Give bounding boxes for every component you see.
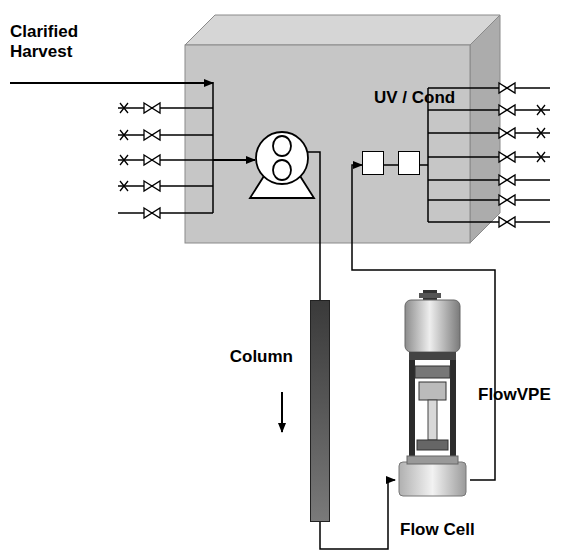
valve-symbol [499,217,515,227]
closed-port [120,181,128,191]
flow-line [352,165,495,480]
valve-symbol [499,152,515,162]
pump-outlet [307,152,320,300]
detector-block: UV / Cond [362,86,462,178]
text-label: FlowVPE [478,385,551,405]
closed-port [537,105,545,115]
outlet-line [428,199,550,201]
outlet-line [428,221,550,223]
closed-port [537,128,545,138]
valve-symbol [499,195,515,205]
outlet-link [420,164,428,166]
valve-symbol [499,128,515,138]
outlet-line [428,109,550,111]
closed-port [120,130,128,140]
valve-symbol [144,103,160,113]
feed-label: Clarified Harvest [10,22,110,62]
inlet-line [118,159,213,161]
housing-top [185,15,500,45]
valve-symbol [499,83,515,93]
feed-line [10,82,213,84]
closed-port [120,155,128,165]
inlet-line [118,134,213,136]
valve-symbol [499,175,515,185]
text-label: Column [230,347,293,367]
valve-symbol [144,181,160,191]
closed-port [120,103,128,113]
flow-line [320,480,395,549]
text-label: Flow Cell [400,520,475,540]
valve-symbol [144,208,160,218]
outlet-line [428,179,550,181]
valve-symbol [144,130,160,140]
column-bar: Column [310,300,330,522]
uv-detector [362,151,384,175]
instrument-illustration [395,290,470,500]
housing-side [470,15,500,243]
housing-front [185,45,470,243]
valve-symbol [499,105,515,115]
inlet-line [118,212,213,214]
outlet-manifold [427,88,429,222]
text-label: UV / Cond [374,88,455,108]
valve-symbol [144,155,160,165]
pump-symbol [250,132,314,198]
outlet-line [428,156,550,158]
closed-port [537,152,545,162]
inlet-line [118,185,213,187]
detector-link [384,164,398,166]
pump-inlet [213,159,255,161]
inlet-manifold [212,82,214,213]
flowvpe-instrument: FlowVPEFlow Cell [395,290,470,500]
inlet-line [118,107,213,109]
outlet-line [428,132,550,134]
cond-detector [398,151,420,175]
flow-direction-arrow [281,392,283,432]
